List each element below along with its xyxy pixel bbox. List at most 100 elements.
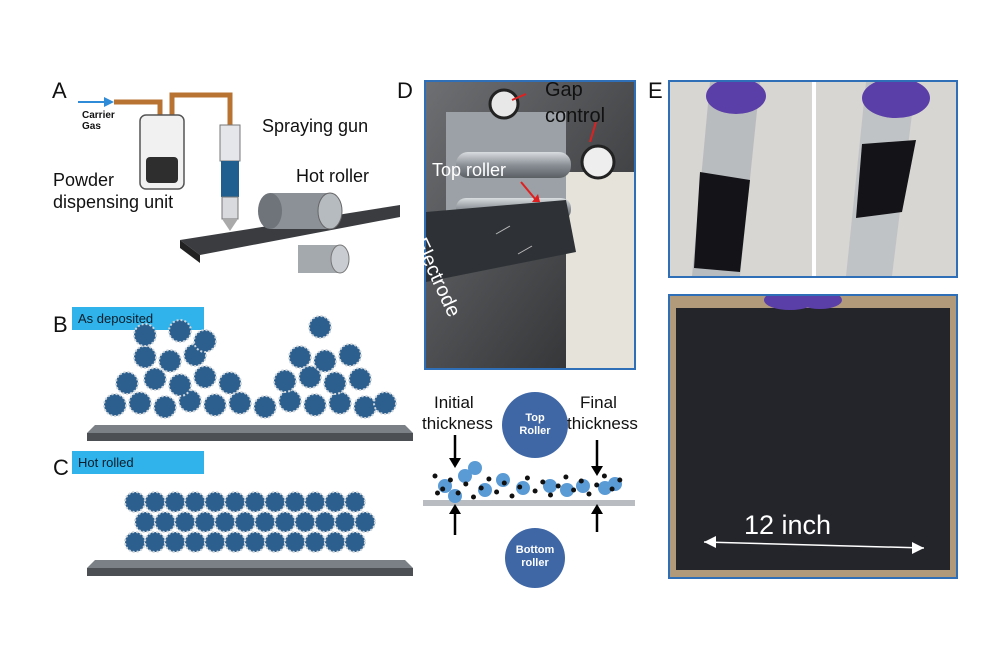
schematic-particle bbox=[543, 479, 557, 493]
panel-d-letter: D bbox=[397, 78, 413, 103]
top-roller-arrow bbox=[520, 181, 537, 201]
panel-a-letter: A bbox=[52, 78, 67, 103]
spray-gun-body bbox=[221, 196, 239, 220]
top-roller-circle bbox=[502, 392, 568, 458]
binder-dot bbox=[555, 483, 561, 489]
spray-deposition-apparatus bbox=[78, 92, 400, 274]
binder-dot bbox=[432, 473, 438, 479]
binder-dot bbox=[501, 480, 507, 486]
deposited-particle bbox=[133, 345, 157, 369]
bottom-roller-end bbox=[330, 244, 350, 274]
rolled-particle bbox=[264, 531, 286, 553]
schematic-particle bbox=[448, 489, 462, 503]
schematic-particle bbox=[516, 481, 530, 495]
top-roller-label: Top roller bbox=[432, 160, 507, 180]
electrode-right bbox=[856, 140, 916, 218]
rolled-particle bbox=[344, 531, 366, 553]
rolled-particle bbox=[254, 511, 276, 533]
substrate-b-top bbox=[87, 425, 413, 433]
large-electrode-sheet bbox=[676, 308, 950, 570]
large-electrode-photo bbox=[668, 294, 958, 579]
width-arrow-left bbox=[704, 536, 716, 548]
final-thickness-line2: thickness bbox=[567, 414, 638, 433]
rolled-particle bbox=[284, 491, 306, 513]
binder-dot bbox=[601, 473, 607, 479]
rolled-particle bbox=[324, 491, 346, 513]
deposited-particle bbox=[353, 395, 377, 419]
rolled-particle bbox=[314, 511, 336, 533]
substrate-c-side bbox=[87, 568, 413, 576]
deposited-particle bbox=[323, 371, 347, 395]
deposited-particle bbox=[115, 371, 139, 395]
flexibility-photos bbox=[668, 80, 958, 278]
deposited-particle bbox=[128, 391, 152, 415]
rolled-particle bbox=[154, 511, 176, 533]
deposited-particle bbox=[308, 315, 332, 339]
deposited-particle bbox=[168, 319, 192, 343]
deposited-particle bbox=[143, 367, 167, 391]
deposited-particle bbox=[348, 367, 372, 391]
deposited-particle bbox=[158, 349, 182, 373]
rolled-particle bbox=[144, 531, 166, 553]
deposited-particle bbox=[133, 323, 157, 347]
electrode-flow-arrow-1 bbox=[495, 225, 511, 235]
rolled-particle bbox=[294, 511, 316, 533]
spraying-gun-label: Spraying gun bbox=[262, 116, 369, 136]
rolled-particle bbox=[264, 491, 286, 513]
deposited-particle bbox=[373, 391, 397, 415]
binder-dot bbox=[509, 493, 515, 499]
bottom-roller-circle-label: Bottom roller bbox=[507, 544, 563, 570]
rolled-particle bbox=[164, 531, 186, 553]
roller-machine-photo bbox=[424, 80, 636, 370]
rolled-particle bbox=[244, 491, 266, 513]
hot-rolled-banner: Hot rolled bbox=[72, 451, 204, 474]
gap-arrow-1 bbox=[511, 93, 527, 101]
top-roller-circle-label: Top Roller bbox=[512, 412, 558, 438]
rolled-particle bbox=[134, 511, 156, 533]
deposited-particle bbox=[168, 373, 192, 397]
rolled-particle bbox=[224, 531, 246, 553]
binder-dot bbox=[586, 491, 592, 497]
deposited-particle bbox=[218, 371, 242, 395]
schematic-particle bbox=[560, 483, 574, 497]
top-roller-photo bbox=[456, 152, 571, 178]
gap-gauge-right bbox=[580, 144, 616, 180]
gap-label-line2: control bbox=[545, 105, 606, 127]
rolled-particle bbox=[184, 531, 206, 553]
width-arrow-line bbox=[703, 541, 925, 549]
spray-gun-top bbox=[219, 124, 241, 162]
top-roller-circle-label-line1: Top bbox=[525, 412, 545, 424]
carrier-gas-label: Carrier Gas bbox=[82, 110, 115, 132]
binder-dot bbox=[532, 488, 538, 494]
deposited-particle bbox=[338, 343, 362, 367]
deposited-particle bbox=[228, 391, 252, 415]
hot-roller-label: Hot roller bbox=[296, 166, 370, 186]
rolled-particle bbox=[214, 511, 236, 533]
electrode-flow-arrow-2 bbox=[517, 245, 533, 255]
deposited-particle bbox=[273, 369, 297, 393]
top-roller-circle-label-line2: Roller bbox=[519, 425, 551, 437]
binder-dot bbox=[494, 489, 500, 495]
rolled-particle bbox=[194, 511, 216, 533]
binder-dot bbox=[455, 490, 461, 496]
flexibility-photos-drawing bbox=[670, 82, 956, 276]
binder-dot bbox=[486, 476, 492, 482]
deposited-particle bbox=[253, 395, 277, 419]
binder-dot bbox=[471, 494, 476, 500]
substrate-sheet-side bbox=[180, 240, 200, 263]
rolled-particle bbox=[244, 531, 266, 553]
deposited-particle bbox=[298, 365, 322, 389]
rolled-particle bbox=[274, 511, 296, 533]
substrate-sheet-top bbox=[180, 205, 400, 255]
binder-dot bbox=[524, 475, 530, 481]
photo-divider bbox=[812, 82, 816, 276]
gap-arrow-2 bbox=[589, 121, 597, 143]
deposited-particle bbox=[288, 345, 312, 369]
spray-gun-nozzle bbox=[222, 219, 238, 231]
hot-roller-start bbox=[258, 193, 282, 229]
binder-dot bbox=[478, 485, 484, 491]
powder-label-line2: dispensing unit bbox=[53, 192, 174, 212]
panel-c-letter: C bbox=[53, 455, 69, 480]
rolled-particle bbox=[344, 491, 366, 513]
deposited-particle bbox=[203, 393, 227, 417]
